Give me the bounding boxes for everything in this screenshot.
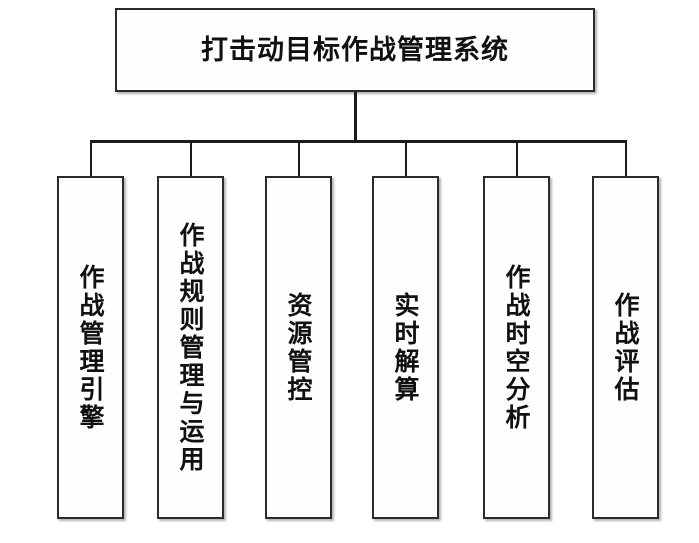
subsystem-node-4[interactable]: 实时解算: [372, 176, 439, 519]
connector-root-stem: [354, 92, 357, 143]
connector-drop-child-6: [625, 140, 627, 178]
connector-drop-child-3: [298, 140, 300, 178]
subsystem-node-1[interactable]: 作战管理引擎: [57, 176, 124, 519]
subsystem-node-2[interactable]: 作战规则管理与运用: [157, 176, 224, 519]
subsystem-label-2: 作战规则管理与运用: [176, 221, 205, 474]
subsystem-node-3[interactable]: 资源管控: [265, 176, 332, 519]
subsystem-label-6: 作战评估: [611, 291, 640, 404]
subsystem-label-4: 实时解算: [391, 291, 420, 404]
root-node-system-title[interactable]: 打击动目标作战管理系统: [115, 8, 595, 92]
root-node-label: 打击动目标作战管理系统: [201, 34, 509, 66]
connector-horizontal-bus: [90, 140, 626, 143]
connector-drop-child-2: [190, 140, 192, 178]
subsystem-label-3: 资源管控: [284, 291, 313, 404]
subsystem-node-5[interactable]: 作战时空分析: [483, 176, 550, 519]
connector-drop-child-4: [405, 140, 407, 178]
subsystem-node-6[interactable]: 作战评估: [592, 176, 659, 519]
connector-drop-child-5: [516, 140, 518, 178]
subsystem-label-1: 作战管理引擎: [76, 263, 105, 432]
connector-drop-child-1: [90, 140, 92, 178]
subsystem-label-5: 作战时空分析: [502, 263, 531, 432]
